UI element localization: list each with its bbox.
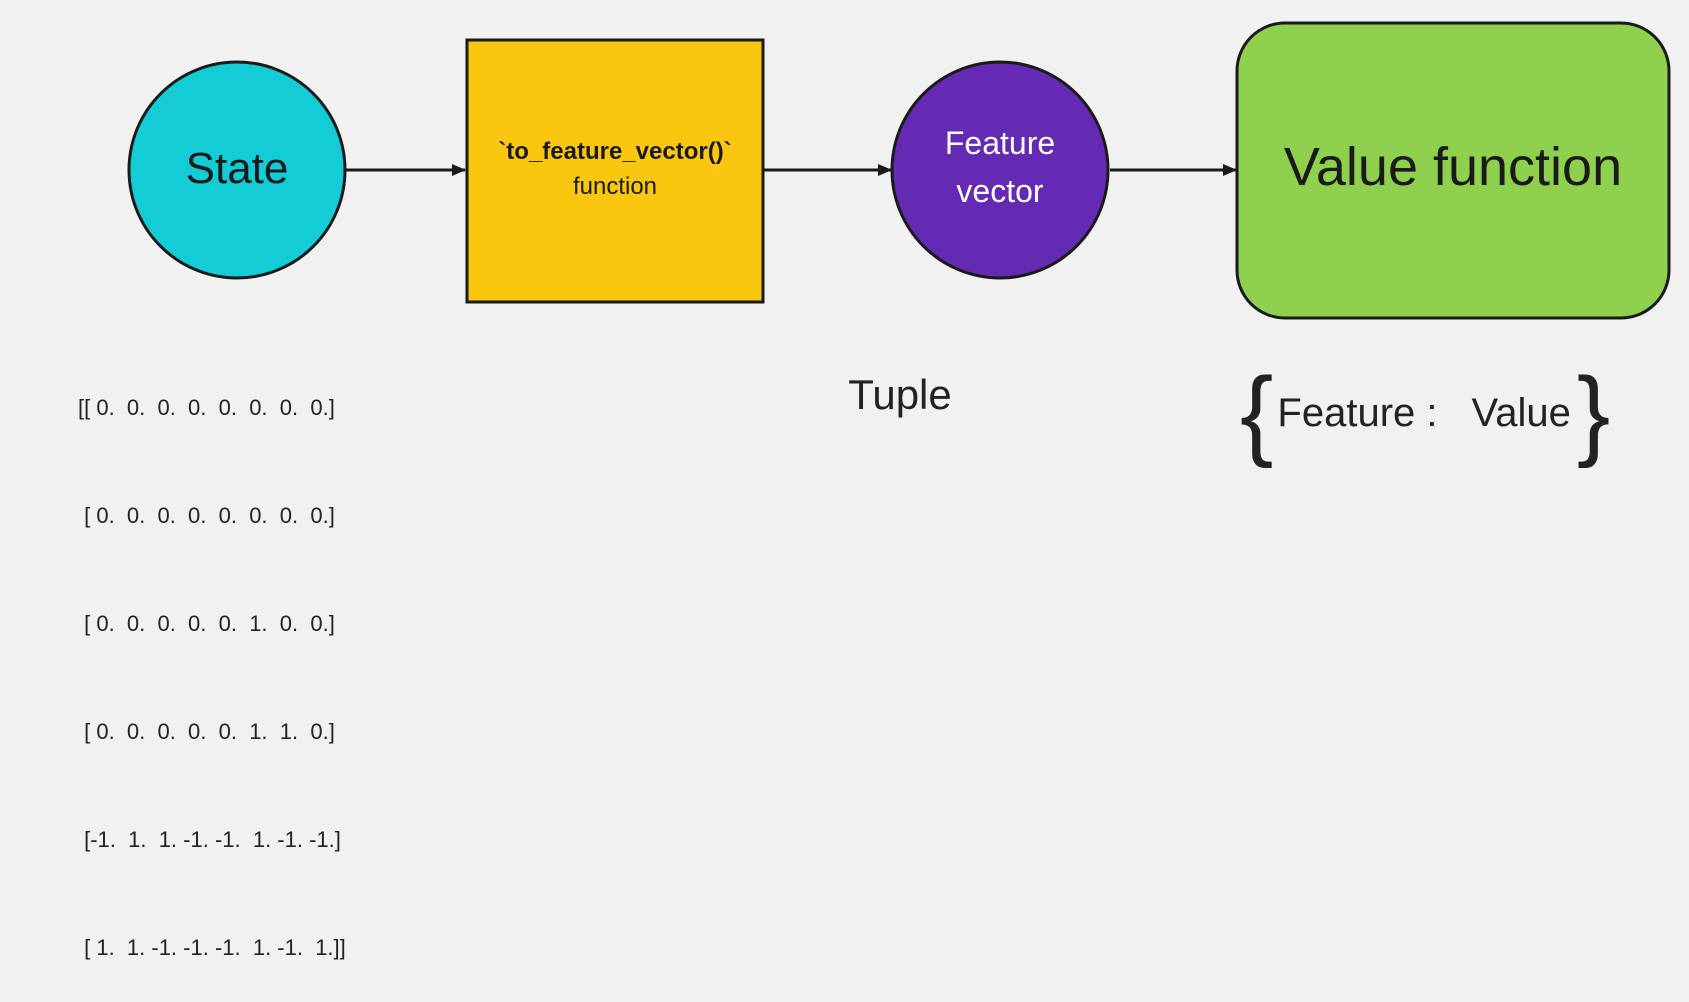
value-function-box	[1235, 21, 1671, 320]
close-brace: }	[1576, 357, 1611, 469]
value-function-node: Value function	[1235, 21, 1671, 320]
feature-function-name: `to_feature_vector()`	[498, 138, 731, 165]
state-circle	[127, 60, 347, 280]
state-matrix-row: [[ 0. 0. 0. 0. 0. 0. 0. 0.]	[78, 395, 335, 420]
state-matrix-row: [ 1. 1. -1. -1. -1. 1. -1. 1.]]	[78, 935, 346, 960]
state-matrix-row: [ 0. 0. 0. 0. 0. 1. 1. 0.]	[78, 719, 335, 744]
dict-key-label: Feature :	[1277, 390, 1438, 435]
feature-vector-node: Feature vector	[890, 60, 1110, 280]
state-node: State	[127, 60, 347, 280]
feature-vector-circle	[890, 60, 1110, 280]
feature-function-node: `to_feature_vector()` function	[465, 38, 765, 304]
feature-function-kind: function	[573, 173, 657, 200]
open-brace: {	[1240, 357, 1274, 469]
feature-vector-label-line1: Feature	[945, 125, 1055, 161]
pipeline-diagram: State `to_feature_vector()` function Fea…	[127, 21, 1671, 320]
state-matrix-row: [ 0. 0. 0. 0. 0. 1. 0. 0.]	[78, 611, 335, 636]
state-matrix-row: [ 0. 0. 0. 0. 0. 0. 0. 0.]	[78, 503, 335, 528]
state-matrix-row: [-1. 1. 1. -1. -1. 1. -1. -1.]	[78, 827, 341, 852]
dict-value-label: Value	[1471, 390, 1571, 435]
feature-vector-type-label: Tuple	[848, 371, 952, 418]
state-matrix: [[ 0. 0. 0. 0. 0. 0. 0. 0.] [ 0. 0. 0. 0…	[78, 318, 346, 1002]
feature-function-box	[465, 38, 765, 304]
value-function-label: Value function	[1284, 137, 1622, 197]
feature-vector-label-line2: vector	[956, 173, 1043, 209]
value-function-type: { Feature : Value }	[1240, 357, 1611, 469]
state-label: State	[186, 144, 289, 193]
